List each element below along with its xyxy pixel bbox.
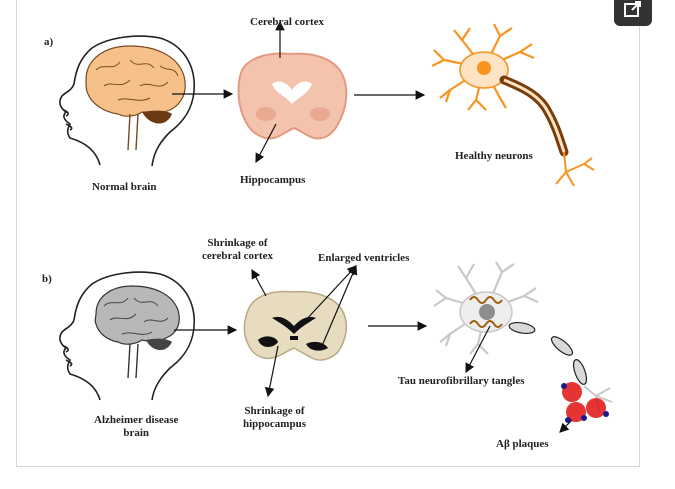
brain-normal xyxy=(85,45,186,151)
alzheimer-neuron xyxy=(433,261,613,423)
amyloid-plaques xyxy=(561,382,609,423)
arrow-tau-tangles xyxy=(465,325,491,374)
head-outline-alzheimer xyxy=(59,271,195,401)
label-tau-tangles: Tau neurofibrillary tangles xyxy=(398,375,525,387)
open-in-new-button[interactable] xyxy=(614,0,652,26)
head-outline-normal xyxy=(59,35,195,167)
label-alzheimer-line2: brain xyxy=(123,427,150,439)
tau-tangle xyxy=(469,296,503,328)
panel-a-tag: a) xyxy=(44,36,54,48)
panel-b-tag: b) xyxy=(42,273,52,285)
arrow-shrinkage-hippocampus xyxy=(264,345,279,398)
open-in-new-icon xyxy=(624,1,641,17)
arrow-ventricle-1 xyxy=(303,265,357,323)
label-healthy-neurons: Healthy neurons xyxy=(455,150,533,162)
label-hippocampus: Hippocampus xyxy=(240,174,306,186)
label-enlarged-ventricles: Enlarged ventricles xyxy=(318,252,410,264)
label-shrinkage-hippocampus: Shrinkage of hippocampus xyxy=(243,405,306,431)
label-cerebral-cortex: Cerebral cortex xyxy=(250,16,325,28)
arrow-ab-plaques xyxy=(559,419,573,433)
label-alzheimer-line1: Alzheimer disease xyxy=(94,414,179,426)
coronal-slice-normal xyxy=(237,52,348,140)
label-ab-plaques: Aβ plaques xyxy=(496,438,549,450)
label-shrinkage-hippo-line2: hippocampus xyxy=(243,418,306,430)
arrow-ventricle-2 xyxy=(321,264,358,347)
label-shrinkage-hippo-line1: Shrinkage of xyxy=(244,405,305,417)
brain-alzheimer xyxy=(94,285,180,379)
label-alzheimer-brain: Alzheimer disease brain xyxy=(94,414,178,440)
arrow-shrinkage-cortex xyxy=(251,268,267,297)
label-shrinkage-cortex: Shrinkage of cerebral cortex xyxy=(202,237,273,263)
healthy-neuron xyxy=(431,23,595,187)
label-shrinkage-cortex-line2: cerebral cortex xyxy=(202,250,273,262)
label-normal-brain: Normal brain xyxy=(92,181,157,193)
label-shrinkage-cortex-line1: Shrinkage of xyxy=(207,237,268,249)
arrow-hippocampus xyxy=(255,123,277,164)
